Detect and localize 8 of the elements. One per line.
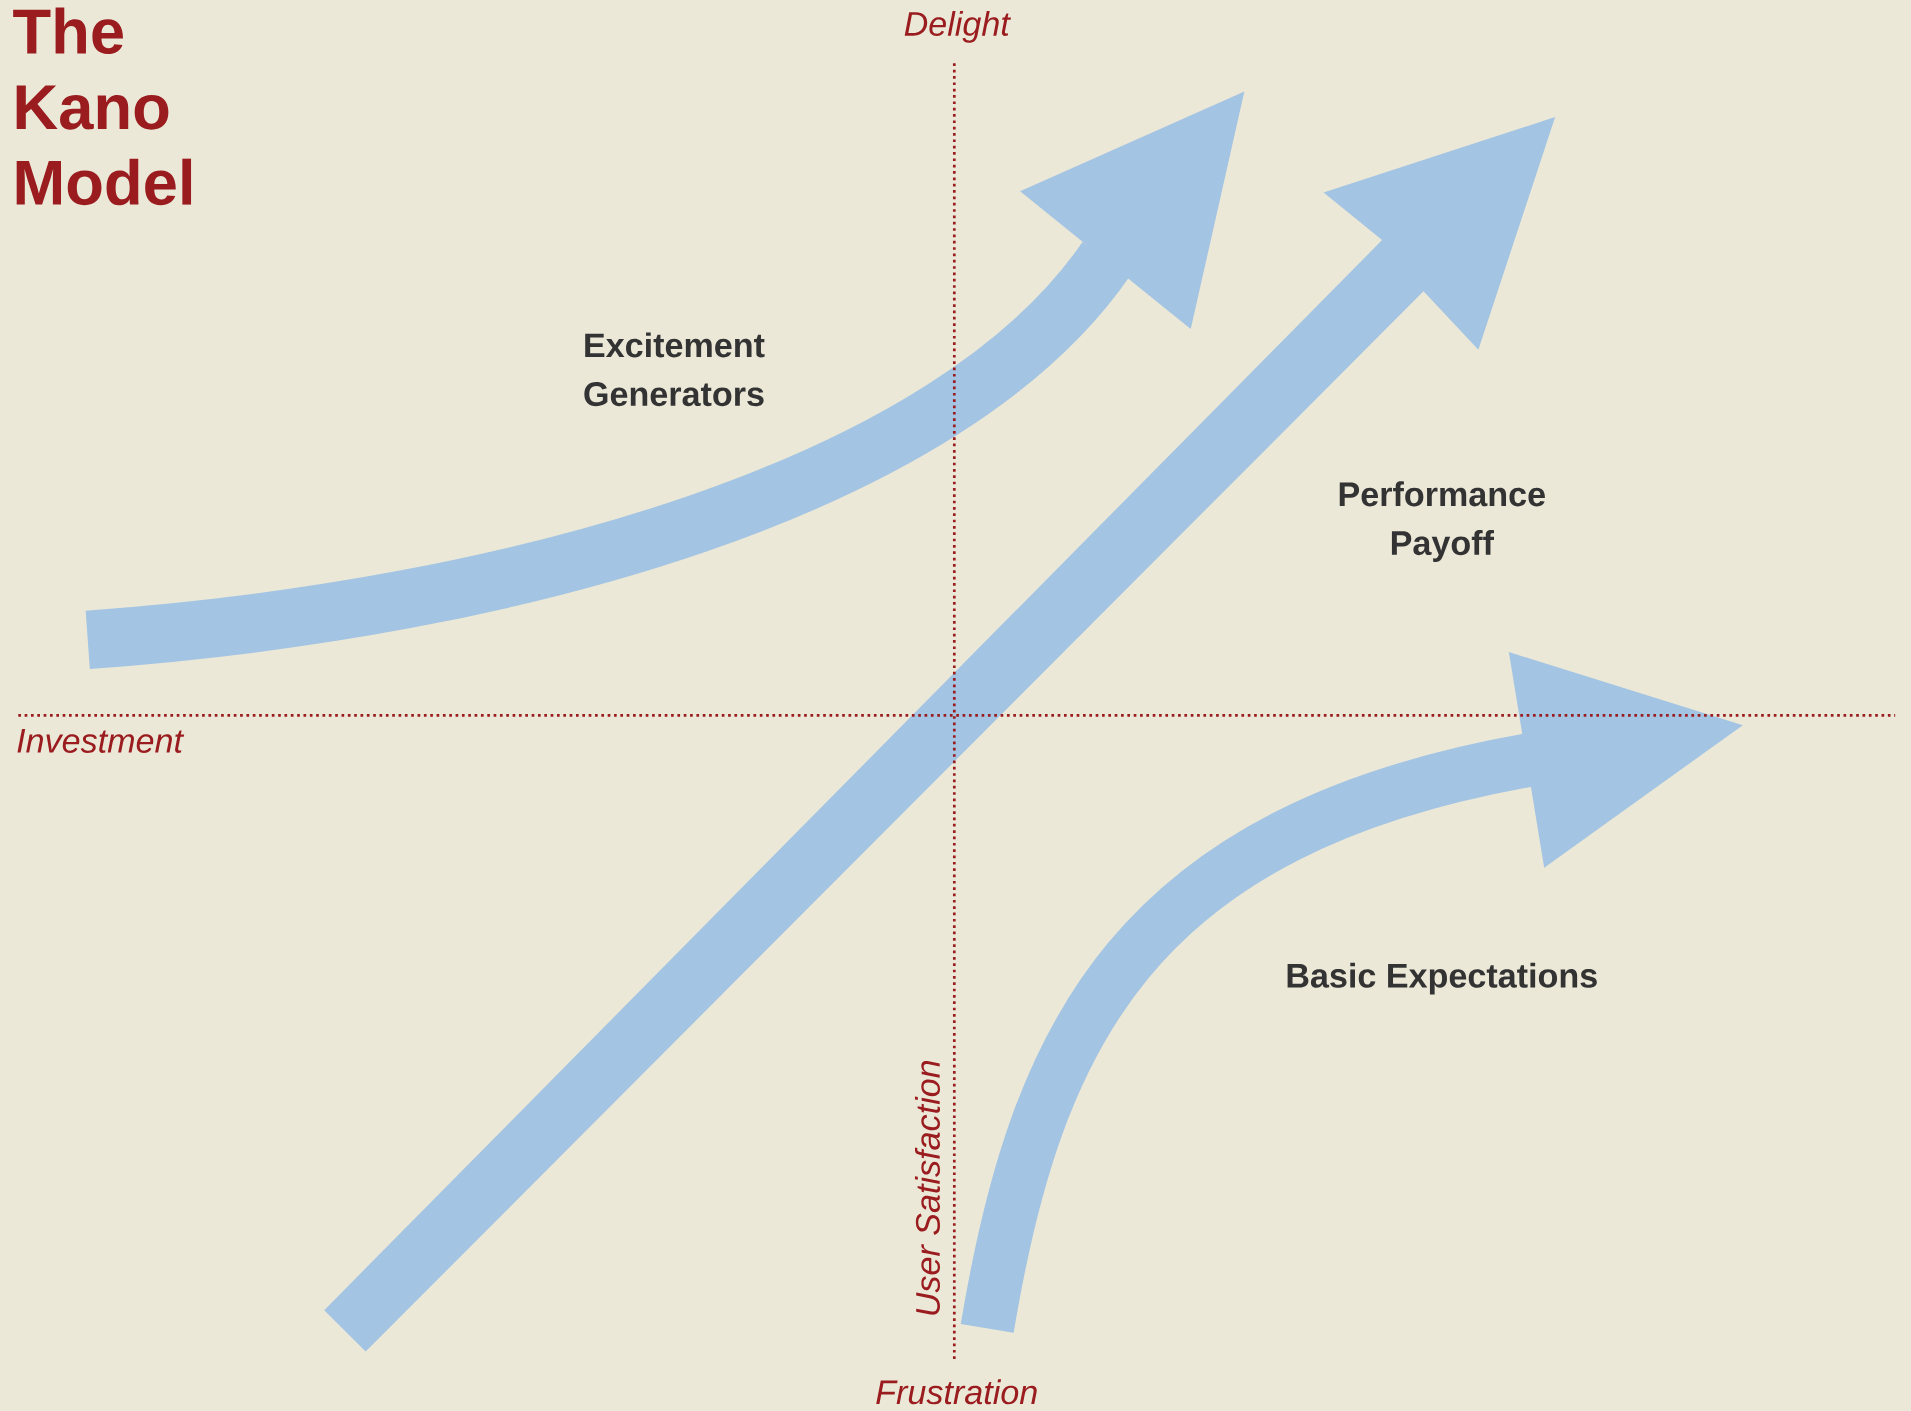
axis-label: User Satisfaction [914, 1060, 940, 1315]
axis-label: Frustration [876, 1379, 1037, 1405]
curve-label: Performance Payoff [1339, 481, 1545, 562]
curve-label: Basic Expectations [1287, 962, 1597, 995]
axis-label: Delight [904, 10, 1011, 43]
title: The Kano Model [13, 7, 192, 206]
curve-label: Excitement Generators [584, 332, 765, 407]
axis-label: Investment [17, 728, 185, 753]
